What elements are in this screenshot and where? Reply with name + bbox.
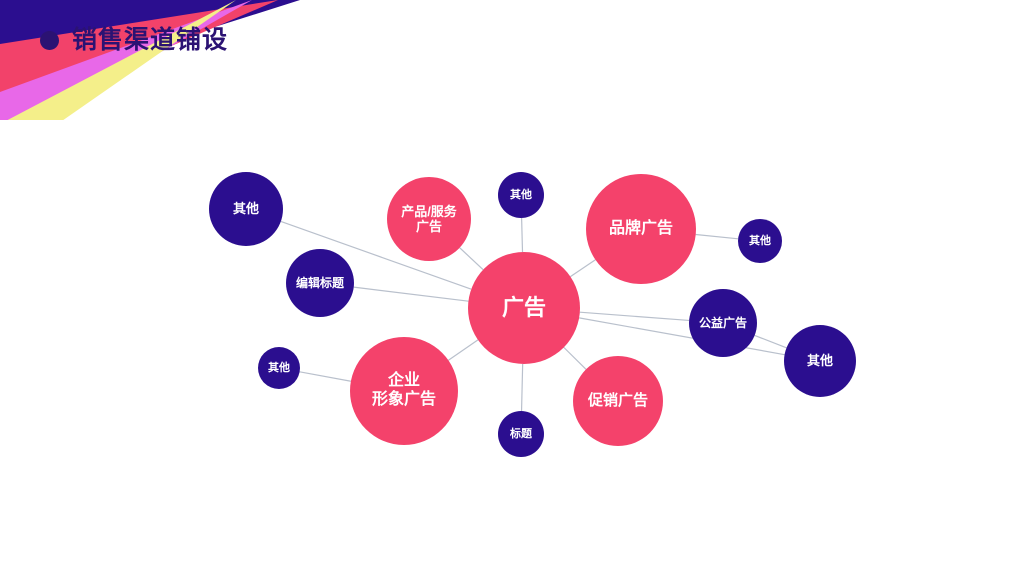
bubble-label-edit-title: 编辑标题 bbox=[295, 275, 344, 290]
edge-center-to-other-top bbox=[521, 217, 524, 253]
bubble-node-promo-ad[interactable]: 促销广告 bbox=[573, 356, 663, 446]
bubble-label-other-bl: 其他 bbox=[268, 361, 290, 374]
bubble-node-center[interactable]: 广告 bbox=[468, 252, 580, 364]
bubble-node-edit-title[interactable]: 编辑标题 bbox=[286, 249, 354, 317]
bubble-node-sub-title[interactable]: 标题 bbox=[498, 411, 544, 457]
bubble-node-product-ad[interactable]: 产品/服务 广告 bbox=[387, 177, 471, 261]
bubble-node-other-right[interactable]: 其他 bbox=[738, 219, 782, 263]
bubble-node-public-ad[interactable]: 公益广告 bbox=[689, 289, 757, 357]
bubble-label-other-right: 其他 bbox=[749, 234, 771, 247]
edge-center-to-brand-ad bbox=[570, 259, 596, 278]
bubble-label-sub-title: 标题 bbox=[510, 427, 532, 440]
bubble-node-other-tl[interactable]: 其他 bbox=[209, 172, 283, 246]
bubble-label-brand-ad: 品牌广告 bbox=[608, 219, 673, 237]
bubble-label-product-ad: 产品/服务 广告 bbox=[401, 203, 457, 234]
page-title-text: 销售渠道铺设 bbox=[72, 26, 229, 54]
edge-center-to-other-br bbox=[579, 317, 785, 356]
edge-center-to-promo-ad bbox=[563, 346, 587, 370]
edge-center-to-edit-title bbox=[353, 286, 469, 302]
page-title: 销售渠道铺设 bbox=[40, 28, 228, 53]
bubble-label-corporate-ad: 企业 形象广告 bbox=[371, 372, 436, 408]
bubble-node-other-top[interactable]: 其他 bbox=[498, 172, 544, 218]
edge-corporate-ad-to-other-bl bbox=[299, 371, 352, 382]
bubble-label-other-top: 其他 bbox=[510, 188, 532, 201]
bubble-label-other-tl: 其他 bbox=[232, 201, 259, 217]
bubble-label-other-br: 其他 bbox=[806, 353, 833, 369]
edge-center-to-other-tl bbox=[280, 220, 472, 290]
edge-center-to-sub-title bbox=[520, 363, 524, 412]
bubble-node-other-bl[interactable]: 其他 bbox=[258, 347, 300, 389]
bubble-node-corporate-ad[interactable]: 企业 形象广告 bbox=[350, 337, 458, 445]
bubble-label-public-ad: 公益广告 bbox=[698, 315, 747, 330]
bubble-label-center: 广告 bbox=[501, 295, 546, 321]
edge-brand-ad-to-other-right bbox=[695, 233, 739, 240]
bubble-node-brand-ad[interactable]: 品牌广告 bbox=[586, 174, 696, 284]
edge-center-to-public-ad bbox=[579, 311, 690, 322]
edge-public-ad-to-other-br bbox=[754, 334, 787, 349]
edge-center-to-product-ad bbox=[459, 247, 484, 271]
edge-center-to-corporate-ad bbox=[448, 339, 479, 361]
bullet-icon bbox=[40, 31, 59, 50]
bubble-label-promo-ad: 促销广告 bbox=[587, 392, 648, 410]
bubble-node-other-br[interactable]: 其他 bbox=[784, 325, 856, 397]
